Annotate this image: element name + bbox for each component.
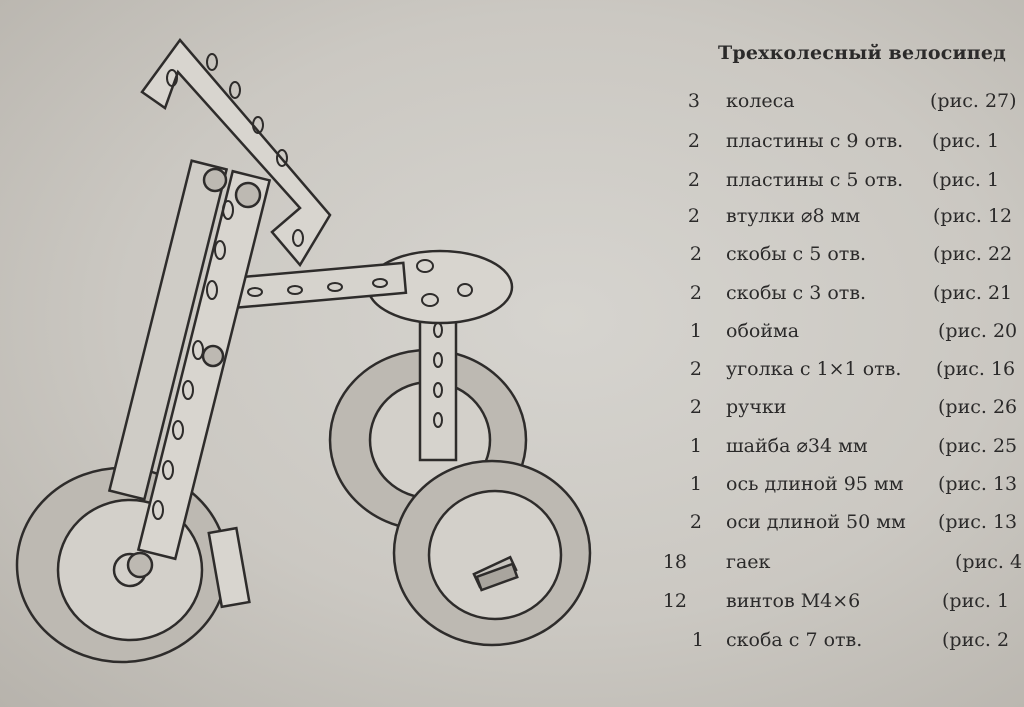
page-title: Трехколесный велосипед <box>718 42 1007 64</box>
list-item: 2 оси длиной 50 мм (рис. 13 <box>0 511 1024 541</box>
part-quantity: 2 <box>687 130 700 152</box>
nuts <box>126 167 262 579</box>
figure-reference: (рис. 25 <box>938 435 1018 457</box>
part-quantity: 2 <box>689 396 702 418</box>
figure-reference: (рис. 1 <box>932 130 1000 152</box>
part-quantity: 18 <box>662 551 687 573</box>
part-name: обойма <box>726 320 800 342</box>
list-item: 18 гаек (рис. 4 <box>0 551 1024 581</box>
figure-reference: (рис. 4 <box>955 551 1023 573</box>
list-item: 12 винтов М4×6 (рис. 1 <box>0 590 1024 620</box>
part-quantity: 2 <box>689 243 702 265</box>
part-name: скобы с 5 отв. <box>726 243 867 265</box>
part-quantity: 1 <box>691 629 704 651</box>
list-item: 2 скобы с 5 отв. (рис. 22 <box>0 243 1024 273</box>
tricycle-illustration <box>15 37 592 664</box>
figure-reference: (рис. 1 <box>942 590 1010 612</box>
list-item: 2 ручки (рис. 26 <box>0 396 1024 426</box>
fork-plate-back <box>107 159 229 501</box>
axle-handle <box>207 526 251 609</box>
seat-post <box>418 298 458 462</box>
list-item: 3 колеса (рис. 27) <box>0 90 1024 120</box>
part-name: оси длиной 50 мм <box>726 511 906 533</box>
part-name: гаек <box>726 551 771 573</box>
fork-holes <box>152 200 234 520</box>
figure-reference: (рис. 13 <box>938 473 1018 495</box>
part-quantity: 2 <box>687 169 700 191</box>
part-name: втулки ⌀8 мм <box>726 205 861 227</box>
list-item: 1 скоба с 7 отв. (рис. 2 <box>0 629 1024 659</box>
part-quantity: 3 <box>687 90 700 112</box>
part-name: колеса <box>726 90 795 112</box>
list-item: 1 ось длиной 95 мм (рис. 13 <box>0 473 1024 503</box>
part-quantity: 1 <box>689 435 702 457</box>
part-name: ось длиной 95 мм <box>726 473 904 495</box>
part-name: винтов М4×6 <box>726 590 861 612</box>
list-item: 1 обойма (рис. 20 <box>0 320 1024 350</box>
figure-reference: (рис. 22 <box>933 243 1013 265</box>
figure-reference: (рис. 1 <box>932 169 1000 191</box>
part-name: уголка с 1×1 отв. <box>726 358 902 380</box>
list-item: 2 пластины с 9 отв. (рис. 1 <box>0 130 1024 160</box>
figure-reference: (рис. 21 <box>933 282 1013 304</box>
part-quantity: 1 <box>689 473 702 495</box>
figure-reference: (рис. 27) <box>930 90 1017 112</box>
part-name: шайба ⌀34 мм <box>726 435 868 457</box>
part-quantity: 2 <box>687 205 700 227</box>
part-name: пластины с 5 отв. <box>726 169 904 191</box>
list-item: 2 скобы с 3 отв. (рис. 21 <box>0 282 1024 312</box>
part-quantity: 12 <box>662 590 687 612</box>
back-wheel-front <box>392 459 592 647</box>
part-quantity: 2 <box>689 511 702 533</box>
handlebar <box>140 37 332 268</box>
figure-reference: (рис. 16 <box>936 358 1016 380</box>
figure-reference: (рис. 2 <box>942 629 1010 651</box>
figure-reference: (рис. 12 <box>933 205 1013 227</box>
part-name: пластины с 9 отв. <box>726 130 904 152</box>
figure-reference: (рис. 20 <box>938 320 1018 342</box>
list-item: 2 пластины с 5 отв. (рис. 1 <box>0 169 1024 199</box>
figure-reference: (рис. 13 <box>938 511 1018 533</box>
list-item: 2 втулки ⌀8 мм (рис. 12 <box>0 205 1024 235</box>
part-name: скобы с 3 отв. <box>726 282 867 304</box>
part-name: скоба с 7 отв. <box>726 629 863 651</box>
part-quantity: 1 <box>689 320 702 342</box>
part-quantity: 2 <box>689 358 702 380</box>
list-item: 1 шайба ⌀34 мм (рис. 25 <box>0 435 1024 465</box>
part-quantity: 2 <box>689 282 702 304</box>
figure-reference: (рис. 26 <box>938 396 1018 418</box>
part-name: ручки <box>726 396 787 418</box>
list-item: 2 уголка с 1×1 отв. (рис. 16 <box>0 358 1024 388</box>
